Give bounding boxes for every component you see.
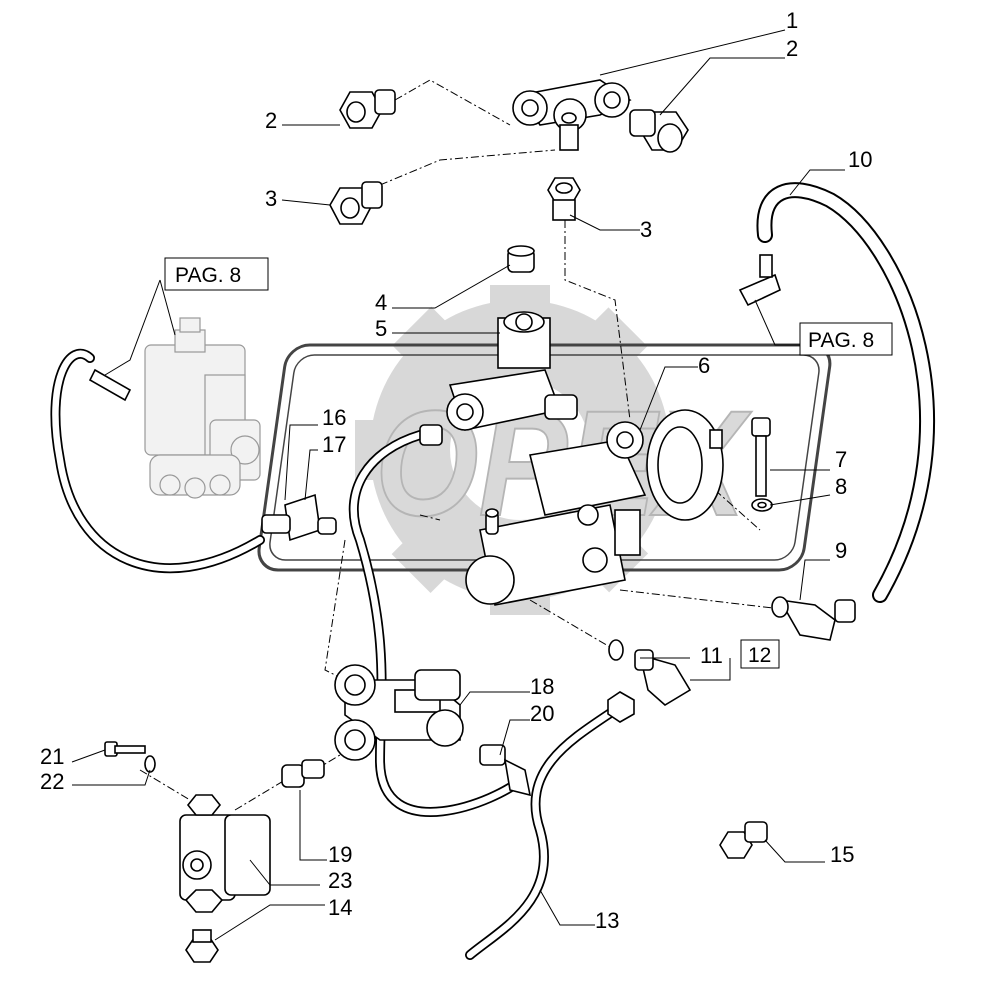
valve-body-6 <box>465 409 724 606</box>
fitting-3-left <box>329 181 383 225</box>
callout-2: 2 <box>265 108 277 133</box>
callout-7: 7 <box>835 447 847 472</box>
cap-4 <box>507 245 535 273</box>
callout-17: 17 <box>322 432 346 457</box>
valve-23 <box>179 794 271 913</box>
hose-10 <box>756 182 935 603</box>
callout-14: 14 <box>328 895 352 920</box>
callout-19: 19 <box>328 842 352 867</box>
callout-10: 10 <box>848 147 872 172</box>
callout-13: 13 <box>595 908 619 933</box>
right-small-elbow <box>738 254 781 307</box>
washer-8 <box>751 498 773 512</box>
fitting-20 <box>479 744 532 797</box>
washer-22 <box>144 755 156 773</box>
solenoid-valve <box>144 317 261 499</box>
filter-18 <box>334 664 464 761</box>
banjo-bolt-15 <box>719 821 768 859</box>
callout-9: 9 <box>835 538 847 563</box>
reference-box-12: 12 <box>740 639 780 669</box>
callout-21: 21 <box>40 744 64 769</box>
hose-13 <box>465 691 635 960</box>
reference-box-right-label: PAG. 8 <box>808 329 874 352</box>
fitting-3-right <box>547 177 581 221</box>
callout-3: 3 <box>265 186 277 211</box>
callout-15: 15 <box>830 842 854 867</box>
tee-fitting-16-17 <box>261 493 337 542</box>
callout-3: 3 <box>640 217 652 242</box>
nut-2-right <box>629 109 689 153</box>
callout-4: 4 <box>375 290 387 315</box>
reference-box-12-label: 12 <box>748 644 771 667</box>
elbow-9 <box>771 596 856 641</box>
elbow-11 <box>634 649 692 706</box>
t-fitting-1 <box>512 79 632 151</box>
leader-lines <box>71 29 845 941</box>
reference-box-left-label: PAG. 8 <box>175 264 241 287</box>
callout-16: 16 <box>322 405 346 430</box>
callout-20: 20 <box>530 701 554 726</box>
fitting-block-5 <box>446 311 578 431</box>
callout-1: 1 <box>786 8 798 33</box>
callout-2: 2 <box>786 36 798 61</box>
callout-18: 18 <box>530 674 554 699</box>
bolt-7 <box>751 417 771 497</box>
reference-box-left: PAG. 8 <box>164 257 269 291</box>
callout-5: 5 <box>375 316 387 341</box>
callouts: 1 2 2 3 3 4 5 6 7 8 9 10 11 13 14 15 16 … <box>40 8 872 933</box>
callout-11: 11 <box>700 643 723 668</box>
left-hose-loop <box>50 348 265 574</box>
callout-22: 22 <box>40 769 64 794</box>
o-ring-12 <box>608 639 624 661</box>
callout-23: 23 <box>328 868 352 893</box>
plug-14 <box>185 929 219 963</box>
bolt-21 <box>104 741 146 757</box>
fitting-19 <box>281 759 325 788</box>
reference-box-right: PAG. 8 <box>799 322 893 356</box>
nut-2-left <box>339 89 396 129</box>
callout-8: 8 <box>835 474 847 499</box>
callout-6: 6 <box>698 353 710 378</box>
